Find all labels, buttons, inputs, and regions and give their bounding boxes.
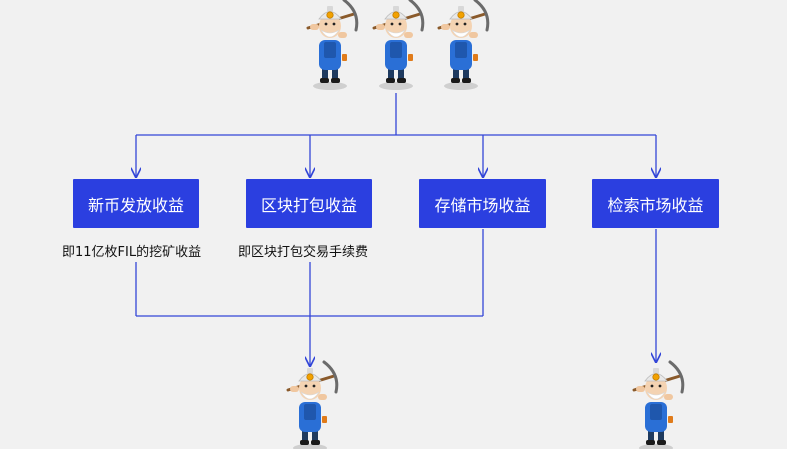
miner-icon — [632, 360, 685, 449]
miner-icon — [372, 0, 425, 92]
revenue-note-new-coin: 即11亿枚FIL的挖矿收益 — [62, 245, 202, 260]
revenue-box-block-packing: 区块打包收益 — [246, 179, 372, 228]
revenue-box-label: 新币发放收益 — [87, 195, 184, 215]
revenue-note-block-packing: 即区块打包交易手续费 — [238, 245, 369, 260]
miner-icon — [437, 0, 490, 92]
revenue-box-label: 区块打包收益 — [260, 195, 357, 215]
revenue-box-new-coin: 新币发放收益 — [73, 179, 199, 228]
miner-icon — [306, 0, 359, 92]
revenue-box-label: 检索市场收益 — [607, 195, 704, 215]
miner-icon — [286, 360, 339, 449]
revenue-box-label: 存储市场收益 — [434, 195, 531, 215]
revenue-box-storage-market: 存储市场收益 — [419, 179, 546, 228]
top-connectors — [136, 93, 656, 177]
bottom-connectors — [135, 229, 656, 366]
revenue-box-retrieval-market: 检索市场收益 — [592, 179, 719, 228]
